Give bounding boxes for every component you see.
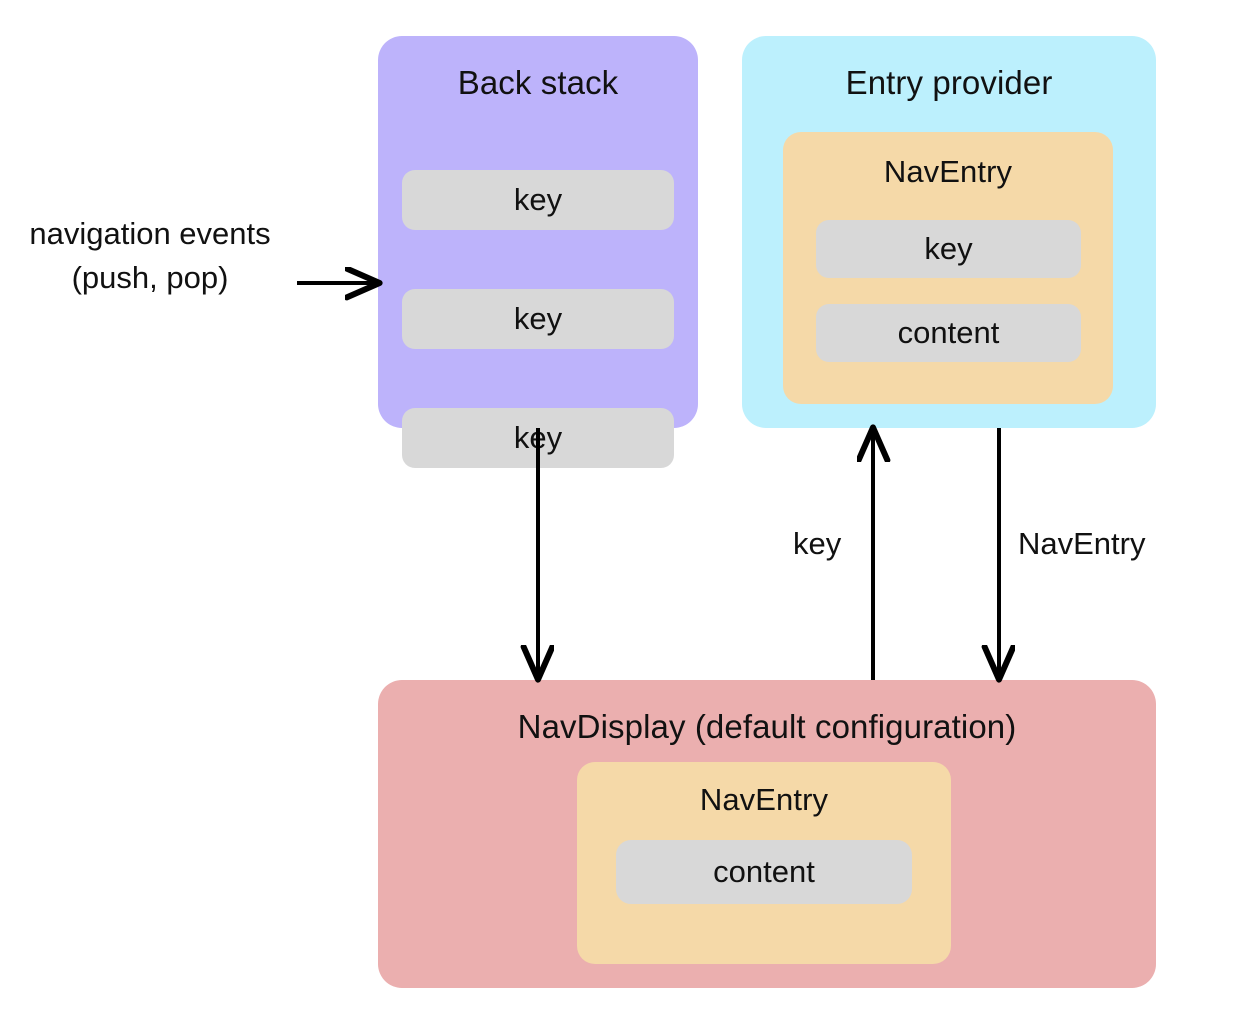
- edge-label-naventry: NavEntry: [1018, 526, 1146, 561]
- back-stack-key-chip: key: [402, 408, 674, 468]
- edge-label-key: key: [793, 526, 842, 561]
- back-stack-key-chip: key: [402, 170, 674, 230]
- back-stack-box: Back stack key key key: [378, 36, 698, 468]
- nav-display-title: NavDisplay (default configuration): [517, 708, 1017, 745]
- back-stack-title: Back stack: [457, 64, 619, 101]
- nav-display-box: NavDisplay (default configuration) NavEn…: [378, 680, 1156, 988]
- nav-entry-content-chip: content: [616, 840, 912, 904]
- navigation-events-line1: navigation events: [29, 216, 271, 251]
- navigation-events-line2: (push, pop): [71, 260, 229, 295]
- nav-entry-title: NavEntry: [883, 154, 1013, 189]
- entry-provider-nav-entry-box: NavEntry key content: [783, 132, 1113, 404]
- entry-provider-box: Entry provider NavEntry key content: [742, 36, 1156, 428]
- nav-display-nav-entry-box: NavEntry content: [577, 762, 951, 964]
- nav-entry-key-chip: key: [816, 220, 1081, 278]
- nav-entry-title: NavEntry: [699, 782, 829, 817]
- navigation-events-label: navigation events (push, pop): [10, 212, 290, 300]
- back-stack-key-chip: key: [402, 289, 674, 349]
- entry-provider-title: Entry provider: [845, 64, 1053, 101]
- nav-entry-content-chip: content: [816, 304, 1081, 362]
